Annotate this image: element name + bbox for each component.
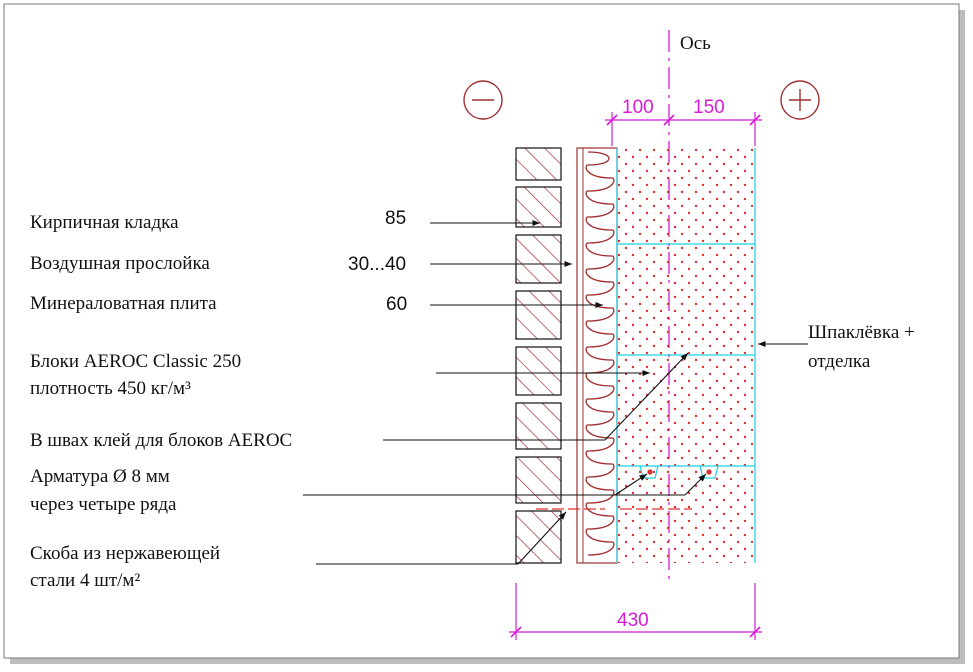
value-air-gap: 30...40 bbox=[348, 254, 406, 275]
label-air-gap: Воздушная прослойка bbox=[30, 253, 210, 274]
axis-label: Ось bbox=[680, 33, 711, 54]
label-rebar-line2: через четыре ряда bbox=[30, 494, 177, 515]
label-bracket-line1: Скоба из нержавеющей bbox=[30, 543, 220, 564]
leader-bracket bbox=[316, 511, 567, 565]
label-glue: В швах клей для блоков AEROC bbox=[30, 430, 292, 451]
plus-sign bbox=[780, 80, 820, 120]
minus-sign bbox=[463, 80, 503, 120]
leader-rebar bbox=[303, 473, 707, 496]
label-blocks-line2: плотность 450 кг/м³ bbox=[30, 378, 191, 399]
top-dimension bbox=[605, 112, 762, 146]
label-rebar-line1: Арматура Ø 8 мм bbox=[30, 466, 170, 487]
value-wool: 60 bbox=[386, 294, 407, 315]
label-blocks-line1: Блоки AEROC Classic 250 bbox=[30, 351, 241, 372]
label-finish-line1: Шпаклёвка + bbox=[808, 322, 915, 343]
dimension-top-right: 150 bbox=[693, 97, 725, 118]
bottom-dimension bbox=[509, 583, 762, 640]
label-bracket-line2: стали 4 шт/м² bbox=[30, 570, 140, 591]
dimension-bottom: 430 bbox=[617, 610, 649, 631]
value-brick: 85 bbox=[385, 208, 406, 229]
frame bbox=[3, 3, 960, 659]
label-wool: Минераловатная плита bbox=[30, 293, 217, 314]
brick-masonry bbox=[515, 147, 562, 564]
leader-glue bbox=[383, 352, 689, 441]
label-brick: Кирпичная кладка bbox=[30, 212, 179, 233]
dimension-top-left: 100 bbox=[622, 97, 654, 118]
label-finish-line2: отделка bbox=[808, 351, 871, 372]
mineral-wool bbox=[576, 147, 618, 564]
